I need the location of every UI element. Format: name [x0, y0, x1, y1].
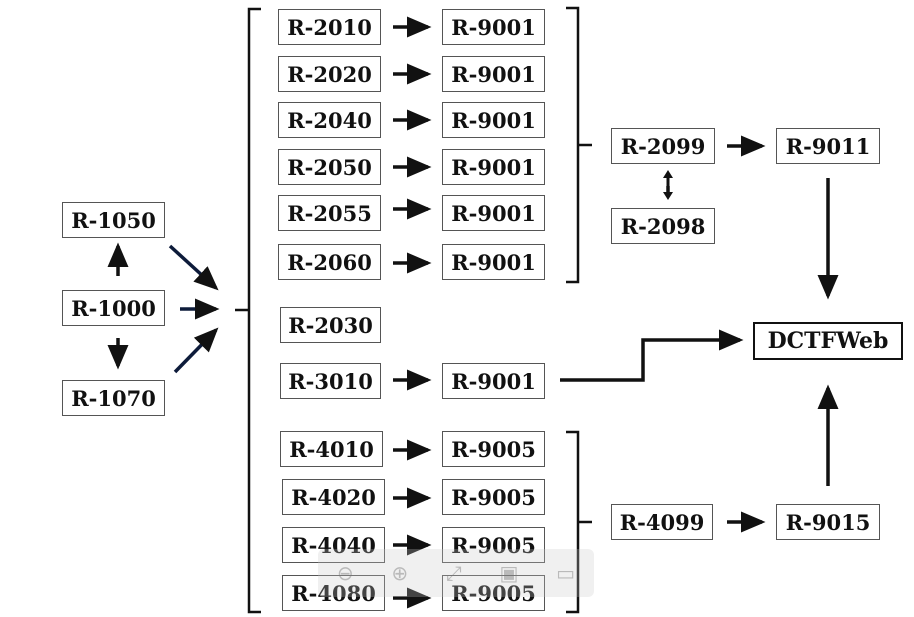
node-r9001-g[interactable]: R-9001 — [442, 363, 545, 399]
node-r2098[interactable]: R-2098 — [611, 208, 715, 244]
comment-icon[interactable]: ▭ — [556, 561, 576, 585]
node-r9005-c[interactable]: R-9005 — [442, 527, 545, 563]
node-r9005-b[interactable]: R-9005 — [442, 479, 545, 515]
node-r2099[interactable]: R-2099 — [611, 128, 715, 164]
slideshow-icon[interactable]: ▣ — [499, 561, 519, 585]
node-r9001-e[interactable]: R-9001 — [442, 195, 545, 231]
node-r9011[interactable]: R-9011 — [776, 128, 880, 164]
node-r2050[interactable]: R-2050 — [278, 149, 381, 185]
node-r3010[interactable]: R-3010 — [280, 363, 381, 399]
node-r4040[interactable]: R-4040 — [282, 527, 385, 563]
node-r4099[interactable]: R-4099 — [611, 504, 713, 540]
viewer-toolbar: ⊖ ⊕ ⤢ ▣ ▭ — [318, 549, 594, 597]
node-r2030[interactable]: R-2030 — [280, 307, 381, 343]
node-r9001-a[interactable]: R-9001 — [442, 9, 545, 45]
zoom-in-icon[interactable]: ⊕ — [391, 561, 409, 585]
node-r9005-a[interactable]: R-9005 — [442, 431, 545, 467]
node-dctfweb[interactable]: DCTFWeb — [753, 322, 903, 360]
node-r9001-b[interactable]: R-9001 — [442, 56, 545, 92]
node-r2020[interactable]: R-2020 — [278, 56, 381, 92]
node-r2060[interactable]: R-2060 — [278, 244, 381, 280]
zoom-out-icon[interactable]: ⊖ — [336, 561, 354, 585]
node-r9001-c[interactable]: R-9001 — [442, 102, 545, 138]
node-r4080[interactable]: R-4080 — [282, 575, 385, 611]
node-r9005-d[interactable]: R-9005 — [442, 575, 545, 611]
node-r2055[interactable]: R-2055 — [278, 195, 381, 231]
node-r2040[interactable]: R-2040 — [278, 102, 381, 138]
node-r1000[interactable]: R-1000 — [62, 290, 165, 326]
node-r9015[interactable]: R-9015 — [776, 504, 880, 540]
node-r1050[interactable]: R-1050 — [62, 202, 165, 238]
node-r9001-f[interactable]: R-9001 — [442, 244, 545, 280]
node-r4020[interactable]: R-4020 — [282, 479, 385, 515]
node-r1070[interactable]: R-1070 — [62, 380, 165, 416]
node-r9001-d[interactable]: R-9001 — [442, 149, 545, 185]
fit-screen-icon[interactable]: ⤢ — [445, 561, 462, 585]
node-r2010[interactable]: R-2010 — [278, 9, 381, 45]
node-r4010[interactable]: R-4010 — [280, 431, 383, 467]
